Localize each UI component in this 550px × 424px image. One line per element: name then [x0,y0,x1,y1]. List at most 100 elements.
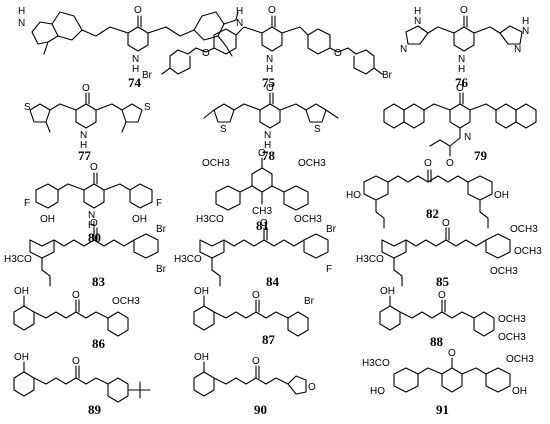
bond [279,103,307,111]
atom-label: OCH3 [506,354,534,365]
atom-label: OCH3 [498,314,526,325]
bond [223,239,265,247]
bond [33,377,109,385]
atom-label: OH [132,214,147,225]
atom-label: OCH3 [498,332,526,343]
atom-label: H [522,16,529,27]
bond [405,239,447,247]
atom-label: OCH3 [490,266,518,277]
atom-label: O [456,83,464,94]
atom-label: F [326,264,332,275]
ring [363,175,389,201]
atom-label: Br [304,296,315,307]
atom-label: OH [194,286,209,297]
ring [13,305,35,331]
bond [325,109,339,119]
atom-label: Br [382,70,393,81]
atom-label: OCH3 [294,214,322,225]
ring [13,371,35,397]
atom-label: O [308,382,316,393]
compound-78: O N H S S 78 [203,83,339,163]
atom-label: H [132,64,139,75]
ring [215,185,241,211]
atom-label: S [144,102,151,113]
atom-label: H [266,64,273,75]
atom-label: N [464,132,471,143]
compound-number: 77 [78,148,92,163]
bond [33,311,109,319]
atom-label: OH [512,386,527,397]
compound-number: 84 [266,274,280,289]
atom-label: Br [156,224,167,235]
atom-label: OCH3 [112,296,140,307]
atom-label: H [80,140,87,151]
ring [393,367,419,393]
ring [467,175,493,201]
bond [329,47,375,75]
atom-label: OH [194,352,209,363]
atom-label: N [132,54,139,65]
bond [41,257,51,287]
bond [233,103,261,111]
compound-number: 79 [474,148,488,163]
atom-label: N [88,210,95,221]
bond [417,367,443,375]
atom-label: O [446,158,454,169]
compound-number: 91 [436,402,449,417]
bond [261,26,283,52]
ring [107,377,129,403]
ring [213,103,235,123]
atom-label: N [400,44,407,55]
atom-label: N [514,44,521,55]
bond [127,26,149,52]
bond [93,239,135,247]
atom-label: O [82,83,90,94]
atom-label: H3CO [362,358,390,369]
atom-label: N [264,130,271,141]
bond [375,199,385,229]
bond [445,239,487,247]
atom-label: H [236,6,243,17]
ring [485,367,511,393]
compound-number: 90 [254,402,267,417]
ring [381,239,407,259]
compound-74: O H N N H H N 74 [18,5,243,90]
atom-label: H [458,64,465,75]
atom-label: F [156,198,162,209]
ring [383,103,405,129]
atom-label: O [424,158,432,169]
bond [213,377,289,385]
compound-87: OH O Br 87 [193,286,315,347]
compound-85: O OCH3 H3CO OCH3 OCH3 85 [356,218,542,289]
bond [263,239,305,247]
atom-label: HO [370,386,385,397]
ring [283,185,309,211]
atom-label: H [88,220,95,231]
ring [193,371,215,397]
ring [495,103,517,129]
compound-number: 78 [262,148,276,163]
bond [461,367,487,375]
bond [387,175,429,183]
bond [223,11,239,25]
atom-label: OCH3 [202,158,230,169]
ring [379,305,401,331]
compound-number: 82 [426,206,439,221]
atom-label: H3CO [356,254,384,265]
compound-83: O Br H3CO Br 83 [4,218,167,289]
atom-label: O [134,5,142,16]
bond [45,121,51,133]
bond [147,26,167,34]
bond [259,103,281,129]
ring [305,103,327,123]
compound-number: 83 [92,274,106,289]
atom-label: N [522,26,529,37]
atom-label: H [264,140,271,151]
bond [393,257,403,287]
atom-label: O [334,48,342,59]
compound-number: 81 [256,218,269,233]
ring [133,233,159,259]
atom-label: H3CO [174,254,202,265]
compound-number: 75 [262,75,276,90]
